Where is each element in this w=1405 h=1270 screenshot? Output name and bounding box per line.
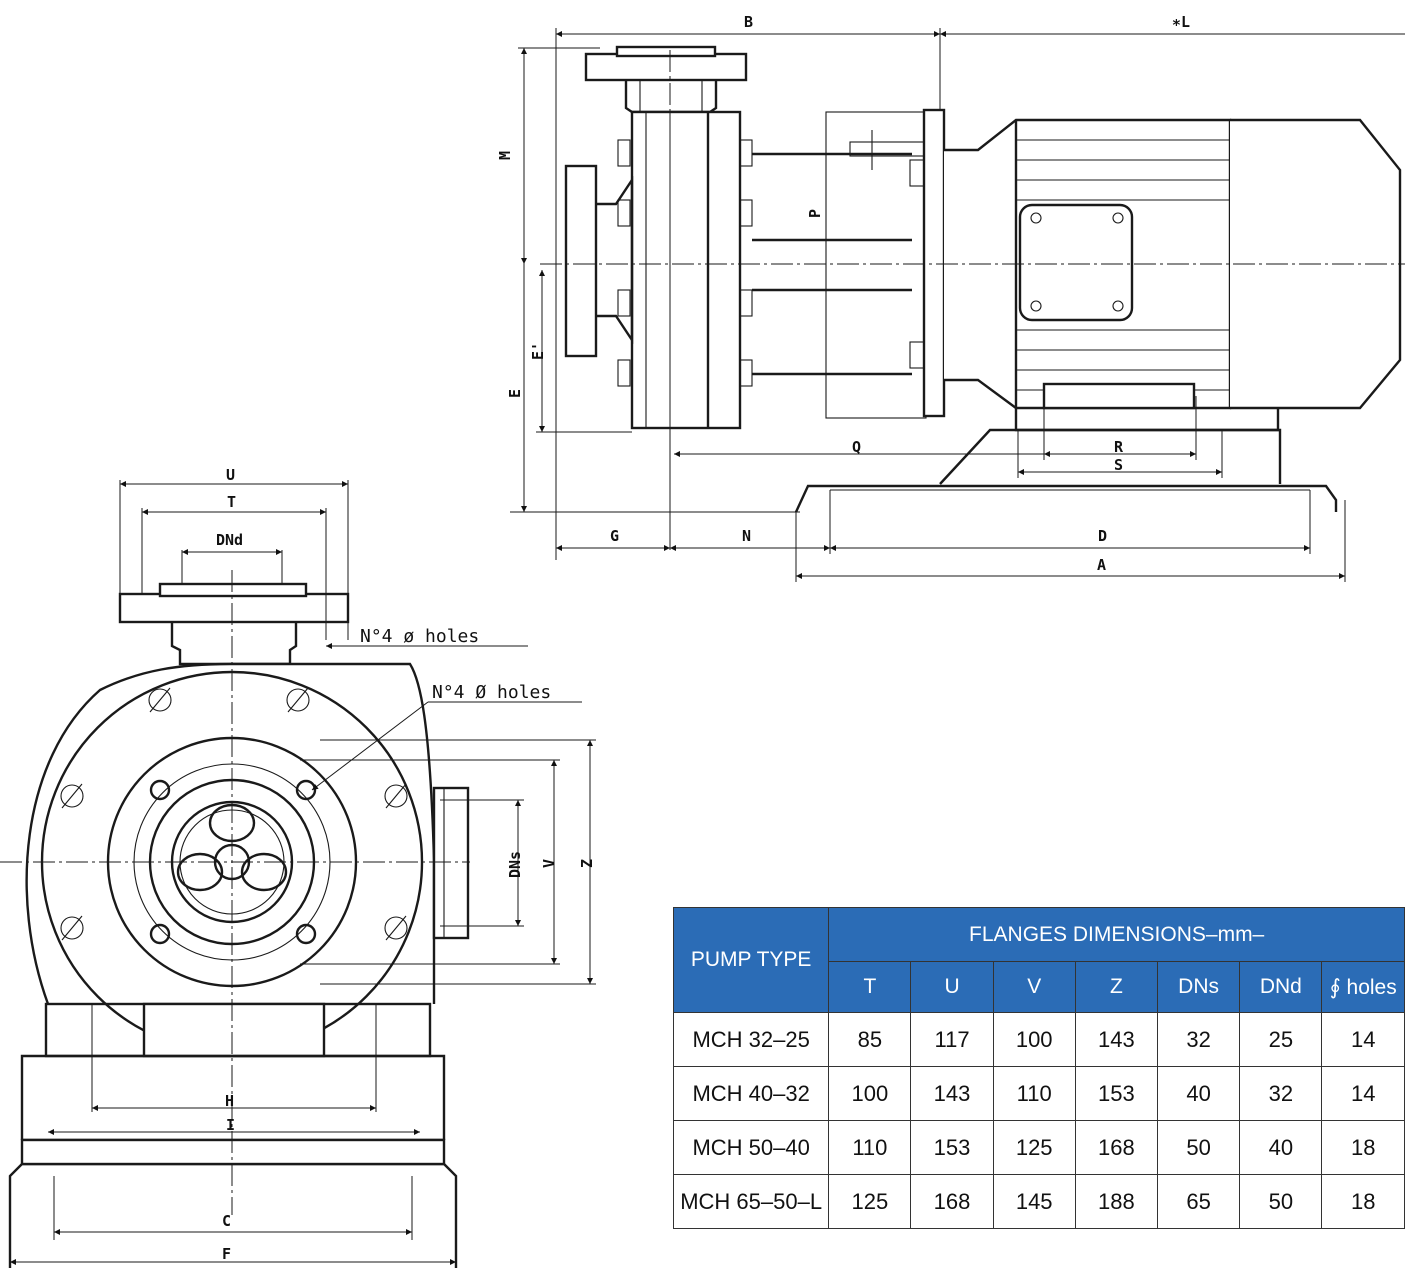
table-cell: 25	[1239, 1012, 1323, 1067]
pump-casing	[630, 110, 742, 430]
dim-label-z: Z	[578, 859, 596, 868]
table-row: MCH 50–40 110 153 125 168 50 40 18	[672, 1120, 1405, 1175]
terminal-box	[1018, 203, 1134, 322]
dim-label-m: M	[496, 151, 514, 160]
dim-label-dnd: DNd	[216, 531, 243, 549]
pump-type-cell: MCH 50–40	[672, 1120, 830, 1175]
dim-label-e-prime: E'	[529, 342, 547, 360]
table-cell: 143	[910, 1066, 994, 1121]
pump-type-cell: MCH 32–25	[672, 1012, 830, 1067]
dim-label-c: C	[222, 1212, 231, 1230]
discharge-flange	[584, 52, 748, 82]
note-flange-holes: N°4 Ø holes	[432, 682, 551, 703]
dim-label-l: ∗L	[1172, 13, 1190, 31]
discharge-flange-front	[118, 592, 350, 624]
flange-dimensions-table: PUMP TYPE FLANGES DIMENSIONS–mm– T U V Z…	[672, 907, 1405, 1229]
table-cell: 168	[910, 1174, 994, 1229]
table-cell: 40	[1156, 1066, 1241, 1121]
col-header: DNd	[1239, 961, 1323, 1013]
pump-type-cell: MCH 65–50–L	[672, 1174, 830, 1229]
table-row: MCH 32–25 85 117 100 143 32 25 14	[672, 1012, 1405, 1067]
base-plate	[794, 484, 1338, 513]
dim-label-i: I	[226, 1116, 235, 1134]
table-cell: 14	[1321, 1012, 1405, 1067]
dim-label-t: T	[227, 493, 236, 511]
table-cell: 125	[992, 1120, 1076, 1175]
table-row: MCH 65–50–L 125 168 145 188 65 50 18	[672, 1174, 1405, 1229]
table-row: MCH 40–32 100 143 110 153 40 32 14	[672, 1066, 1405, 1121]
dim-label-dns: DNs	[506, 851, 524, 878]
table-cell: 110	[828, 1120, 912, 1175]
dim-label-v: V	[540, 859, 558, 868]
dim-label-s: S	[1114, 456, 1123, 474]
table-cell: 85	[828, 1012, 912, 1067]
dim-label-b: B	[744, 13, 753, 31]
table-cell: 153	[910, 1120, 994, 1175]
dim-label-n: N	[742, 527, 751, 545]
table-cell: 65	[1156, 1174, 1241, 1229]
header-flange-dimensions: FLANGES DIMENSIONS–mm–	[828, 907, 1405, 962]
table-cell: 168	[1074, 1120, 1158, 1175]
col-header: DNs	[1156, 961, 1241, 1013]
base-front	[8, 1162, 458, 1268]
table-cell: 125	[828, 1174, 912, 1229]
table-cell: 18	[1321, 1120, 1405, 1175]
dim-label-d: D	[1098, 527, 1107, 545]
table-cell: 110	[992, 1066, 1076, 1121]
dim-label-r: R	[1114, 438, 1124, 456]
table-cell: 40	[1239, 1120, 1323, 1175]
col-header: U	[910, 961, 994, 1013]
dim-label-p: P	[806, 209, 824, 218]
dim-label-f: F	[222, 1245, 231, 1263]
dim-label-e: E	[506, 389, 524, 398]
table-cell: 100	[828, 1066, 912, 1121]
table-cell: 32	[1239, 1066, 1323, 1121]
table-cell: 32	[1156, 1012, 1241, 1067]
side-view: B ∗L M E E' P Q R S G N D	[496, 13, 1405, 582]
table-cell: 153	[1074, 1066, 1158, 1121]
dim-label-u: U	[226, 466, 235, 484]
table-cell: 100	[992, 1012, 1076, 1067]
table-cell: 145	[992, 1174, 1076, 1229]
table-cell: 50	[1156, 1120, 1241, 1175]
table-cell: 117	[910, 1012, 994, 1067]
dim-label-a: A	[1097, 556, 1106, 574]
table-cell: 143	[1074, 1012, 1158, 1067]
dim-label-h: H	[225, 1092, 234, 1110]
table-cell: 188	[1074, 1174, 1158, 1229]
note-top-holes: N°4 ø holes	[360, 626, 479, 647]
suction-flange	[564, 164, 598, 358]
front-view: U T DNd N°4 ø holes N°4 Ø holes DNs V Z	[0, 466, 596, 1268]
table-cell: 14	[1321, 1066, 1405, 1121]
pump-type-cell: MCH 40–32	[672, 1066, 830, 1121]
table-cell: 50	[1239, 1174, 1323, 1229]
col-header: Z	[1074, 961, 1158, 1013]
col-header: T	[828, 961, 912, 1013]
table-cell: 18	[1321, 1174, 1405, 1229]
motor-flange	[922, 108, 946, 418]
dim-label-q: Q	[852, 438, 861, 456]
col-header: V	[992, 961, 1076, 1013]
header-pump-type: PUMP TYPE	[672, 907, 830, 1013]
dim-label-g: G	[610, 527, 619, 545]
col-header: ∮ holes	[1321, 961, 1405, 1013]
